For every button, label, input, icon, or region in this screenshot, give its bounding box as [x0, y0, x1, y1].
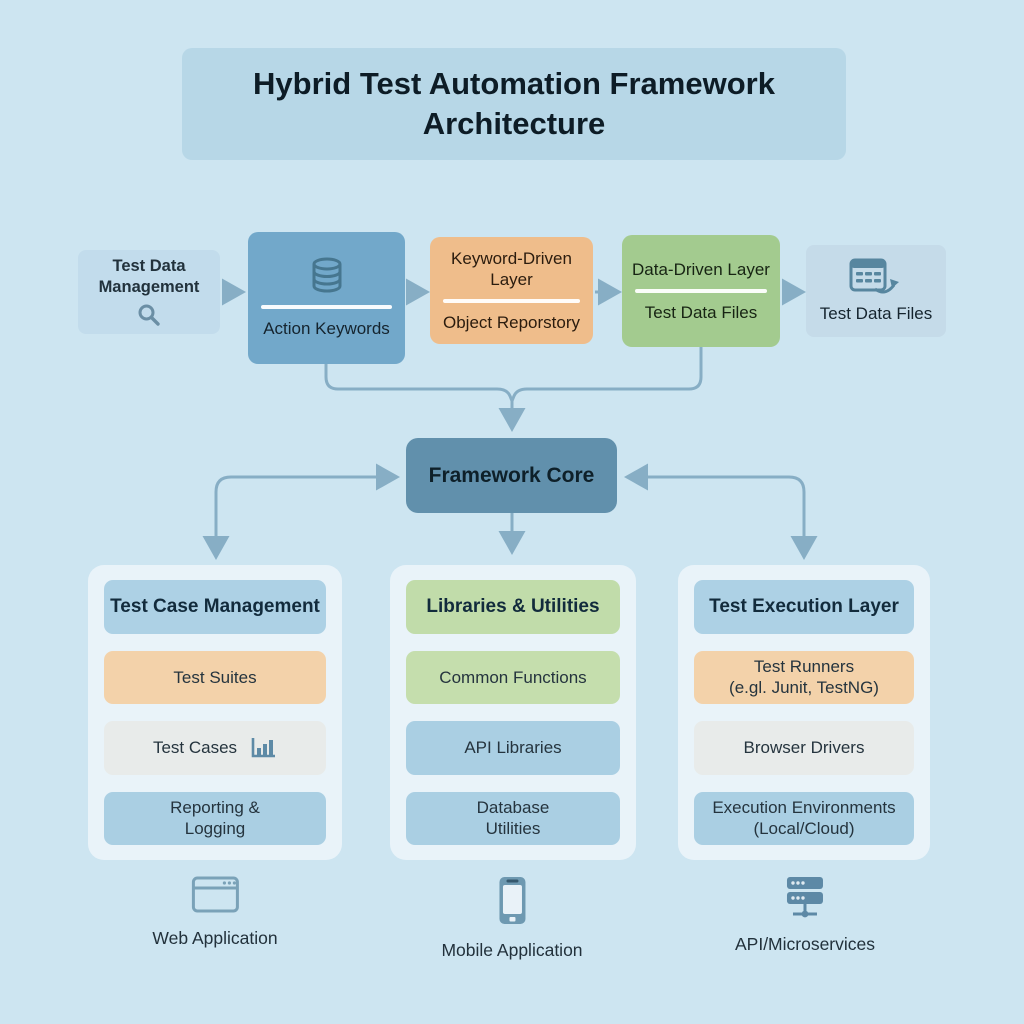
diagram-title-box: Hybrid Test Automation Framework Archite… — [182, 48, 846, 160]
spreadsheet-export-icon — [849, 258, 899, 294]
node-framework-core: Framework Core — [406, 438, 617, 513]
node-label: Test Data Files — [819, 303, 933, 323]
node-title: Data-Driven Layer — [632, 259, 770, 279]
panel-libraries-utilities: Libraries & Utilities Common Functions A… — [390, 565, 636, 860]
target-web-application: Web Application — [152, 876, 278, 949]
item-common-functions: Common Functions — [406, 650, 620, 704]
item-database-utilities: Database Utilities — [406, 791, 620, 845]
item-api-libraries: API Libraries — [406, 721, 620, 775]
smartphone-icon — [499, 877, 525, 924]
node-action-keywords: Action Keywords — [248, 232, 405, 364]
server-stack-icon — [787, 877, 823, 918]
column-header: Test Execution Layer — [694, 580, 914, 634]
node-label: Action Keywords — [263, 319, 390, 339]
column-header-label: Libraries & Utilities — [426, 595, 600, 617]
column-header-label: Test Execution Layer — [709, 595, 899, 617]
column-header: Libraries & Utilities — [406, 580, 620, 634]
panel-test-case-management: Test Case Management Test Suites Test Ca… — [88, 565, 342, 860]
item-label: Test Runners — [753, 657, 855, 676]
node-test-data-management: Test Data Management — [78, 250, 220, 334]
item-label-line2: (Local/Cloud) — [753, 819, 855, 839]
item-execution-environments: Execution Environments (Local/Cloud) — [694, 791, 914, 845]
target-mobile-application: Mobile Application — [441, 876, 583, 961]
item-test-suites: Test Suites — [104, 650, 326, 704]
node-title: Keyword-Driven Layer — [451, 248, 572, 289]
browser-window-icon — [191, 876, 239, 913]
bar-chart-icon — [251, 737, 276, 758]
item-label: Browser Drivers — [743, 738, 865, 758]
node-label: Management — [98, 278, 200, 296]
item-label: Database — [476, 798, 550, 817]
item-label-line2: (e.gl. Junit, TestNG) — [729, 678, 879, 698]
item-test-runners: Test Runners (e.gl. Junit, TestNG) — [694, 650, 914, 704]
item-reporting-logging: Reporting & Logging — [104, 791, 326, 845]
item-browser-drivers: Browser Drivers — [694, 721, 914, 775]
node-data-driven-layer: Data-Driven Layer Test Data Files — [622, 235, 780, 347]
diagram-title: Hybrid Test Automation Framework Archite… — [253, 65, 775, 141]
node-label: Framework Core — [428, 463, 595, 487]
search-icon — [138, 304, 160, 326]
divider — [260, 305, 393, 310]
divider — [443, 299, 580, 304]
divider — [634, 289, 768, 293]
item-label: Common Functions — [439, 667, 587, 687]
item-label: Test Suites — [173, 667, 257, 687]
item-label: API Libraries — [464, 738, 562, 758]
target-label: Web Application — [152, 928, 278, 948]
target-label: API/Microservices — [734, 934, 876, 954]
item-label: Test Cases — [152, 738, 238, 758]
node-keyword-driven-layer: Keyword-Driven Layer Object Reporstory — [430, 237, 593, 344]
item-label-line2: Logging — [184, 819, 246, 839]
node-subtitle: Object Reporstory — [443, 313, 580, 333]
database-icon — [312, 257, 341, 293]
panel-test-execution-layer: Test Execution Layer Test Runners (e.gl.… — [678, 565, 930, 860]
node-subtitle: Test Data Files — [644, 303, 758, 322]
node-label: Test Data — [112, 257, 186, 276]
item-label: Reporting & — [170, 798, 260, 817]
column-header: Test Case Management — [104, 580, 326, 634]
target-api-microservices: API/Microservices — [735, 876, 875, 955]
item-label: Execution Environments — [712, 798, 896, 817]
item-label-line2: Utilities — [485, 819, 541, 839]
target-label: Mobile Application — [441, 940, 583, 960]
node-test-data-files: Test Data Files — [806, 245, 946, 337]
item-test-cases: Test Cases — [104, 721, 326, 775]
column-header-label: Test Case Management — [110, 595, 320, 617]
